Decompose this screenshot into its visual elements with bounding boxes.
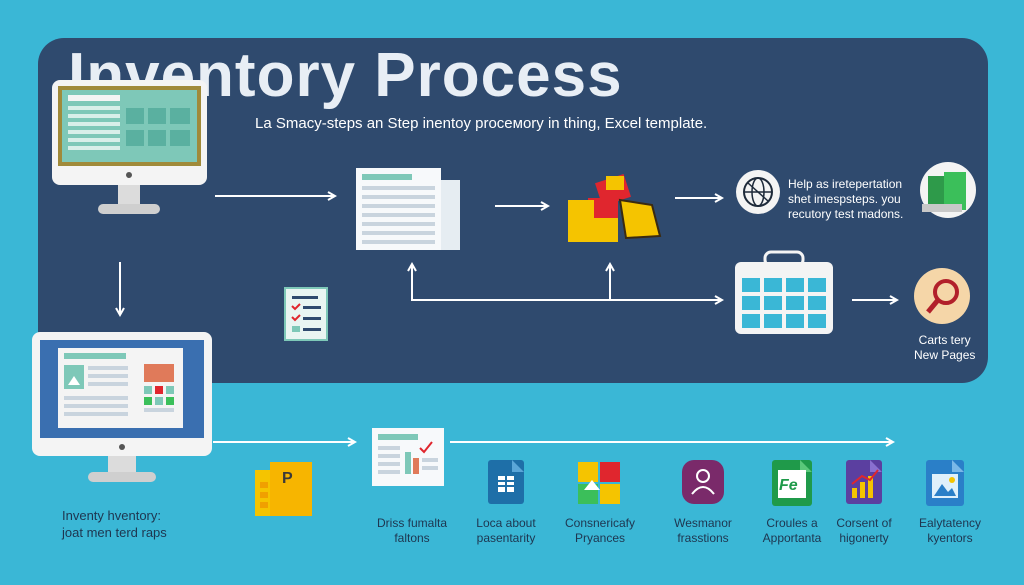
help-label-line: shet imespsteps. you bbox=[788, 192, 901, 206]
spreadsheet-p-icon bbox=[255, 462, 312, 516]
bottom-label-line: Apportanta bbox=[762, 531, 822, 545]
monitor-icon bbox=[52, 80, 207, 214]
bottom-label-line: frasstions bbox=[677, 531, 729, 545]
tiles-icon bbox=[578, 462, 620, 504]
bottom-label-line: Consnericafy bbox=[564, 516, 636, 530]
report-icon bbox=[372, 428, 444, 486]
help-label-line: recutory test madons. bbox=[788, 207, 904, 221]
bottom-label-line: Driss fumalta bbox=[376, 516, 447, 530]
user-doc-icon bbox=[682, 460, 724, 504]
bottom-label: Corsent of higonerty bbox=[824, 516, 904, 546]
carts-label-line: New Pages bbox=[914, 348, 976, 362]
spreadsheet-fe-icon bbox=[772, 460, 812, 506]
bottom-label: Wesmanor frasstions bbox=[662, 516, 744, 546]
bottom-label: Croules a Apportanta bbox=[750, 516, 834, 546]
image-doc-icon bbox=[926, 460, 964, 506]
help-label-line: Help as iretepertation bbox=[788, 177, 903, 191]
carts-label: Carts tery New Pages bbox=[914, 333, 975, 363]
arrow-loop bbox=[411, 265, 722, 300]
icon-letter-fe: Fe bbox=[779, 477, 798, 494]
bar-chart-icon bbox=[846, 460, 882, 504]
bottom-label-line: Pryances bbox=[574, 531, 626, 545]
icon-letter-p: P bbox=[282, 470, 293, 487]
bottom-label-line: kyentors bbox=[927, 531, 973, 545]
bottom-label: Driss fumalta faltons bbox=[372, 516, 452, 546]
spreadsheet-icon bbox=[356, 168, 460, 250]
document-icon bbox=[488, 460, 524, 504]
bottom-label-line: Croules a bbox=[766, 516, 818, 530]
monitor-icon bbox=[32, 332, 212, 482]
bottom-label-line: higonerty bbox=[839, 531, 889, 545]
magnifier-icon bbox=[914, 268, 970, 324]
bottom-label-line: Wesmanor bbox=[674, 516, 732, 530]
network-icon bbox=[736, 170, 780, 214]
bottom-label: Ealytatency kyentors bbox=[906, 516, 994, 546]
boxes-icon bbox=[568, 173, 662, 242]
bottom-label-line: Corsent of bbox=[836, 516, 892, 530]
subtitle: La Smacy-steps an Step inentoy proceмory… bbox=[255, 115, 708, 132]
checklist-icon bbox=[284, 287, 328, 341]
bottom-label-line: Loca about bbox=[476, 516, 536, 530]
help-label: Help as iretepertation shet imespsteps. … bbox=[788, 177, 903, 222]
inventory-label-line: Inventy hventory: bbox=[62, 508, 161, 523]
book-icon bbox=[920, 162, 976, 218]
bottom-label-line: pasentarity bbox=[476, 531, 536, 545]
bottom-label: Consnericafy Pryances bbox=[558, 516, 642, 546]
bottom-label-line: Ealytatency bbox=[918, 516, 982, 530]
carts-label-line: Carts tery bbox=[918, 333, 971, 347]
inventory-label-line: joat men terd raps bbox=[62, 525, 167, 540]
calendar-icon bbox=[735, 250, 833, 334]
inventory-label: Inventy hventory: joat men terd raps bbox=[62, 507, 167, 541]
bottom-label-line: faltons bbox=[394, 531, 430, 545]
bottom-label: Loca about pasentarity bbox=[466, 516, 546, 546]
